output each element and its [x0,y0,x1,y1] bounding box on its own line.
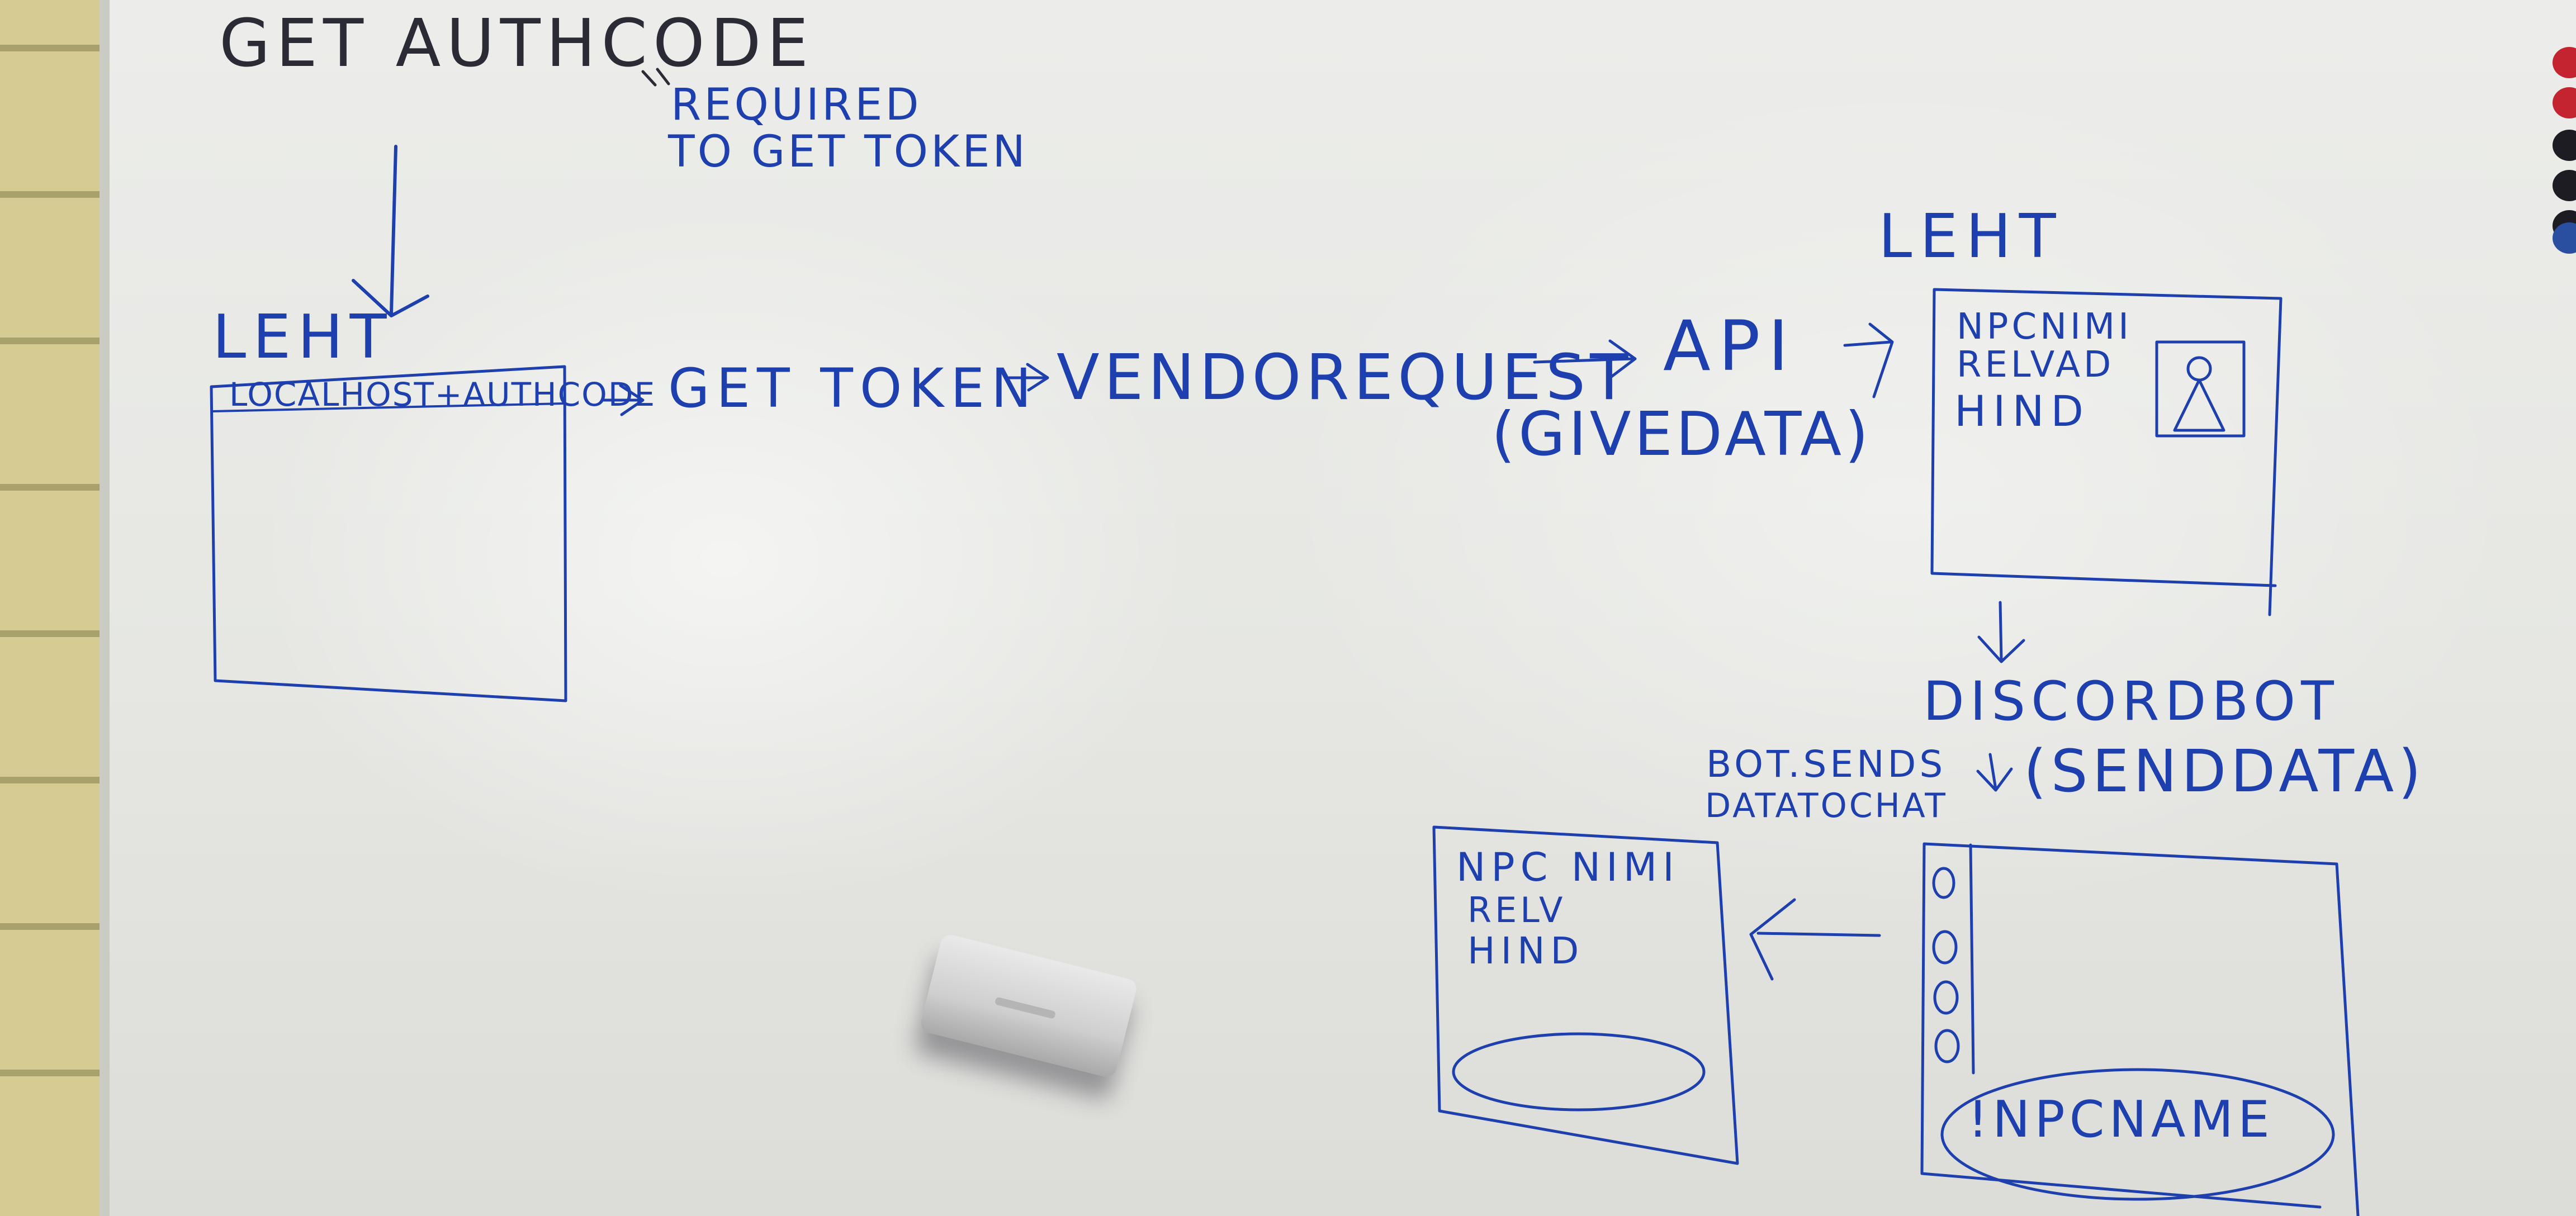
red-magnet [2553,47,2576,78]
flow-givedata: (GIVEDATA) [1491,400,1872,469]
chat-line-3: HIND [1467,929,1584,972]
bot-label: DISCORDBOT [1923,670,2340,733]
page2-label: LEHT [1878,202,2064,272]
discord-server-sidebar [1969,843,1975,1075]
note-line-2: TO GET TOKEN [667,127,1028,177]
chat-line-1: NPC NIMI [1456,844,1680,890]
bot-send-data: (SENDDATA) [2024,737,2426,805]
chat-line-2: RELV [1467,890,1566,930]
page1-label: LEHT [212,302,394,372]
red-magnet [2553,87,2576,118]
page1-url-bar: LOCALHOST+AUTHCODE [229,376,656,414]
avatar-frame [2155,340,2246,438]
arrow-right-icon [1007,363,1049,392]
page2-line-2: RELVAD [1957,344,2114,386]
arrow-right-icon [602,384,645,416]
down-arrow-icon [1976,753,2013,792]
page2-line-3: HIND [1954,386,2090,436]
page1-frame [210,365,567,702]
black-magnet [2553,170,2576,201]
down-arrow-icon [352,145,429,317]
title-text: GET AUTHCODE [219,4,814,82]
flow-api: API [1663,306,1796,387]
avatar-body-icon [2173,378,2225,432]
flow-get-token: GET TOKEN [668,357,1038,420]
black-magnet [2553,130,2576,161]
blue-magnet [2553,222,2576,254]
page2-frame [1930,288,2283,616]
server-icon [1934,1029,1960,1063]
avatar-head-icon [2186,356,2212,382]
page1-url-divider [211,402,566,412]
server-icon [1932,930,1958,965]
arrow-right-icon [1533,339,1637,379]
discord-message-input [1940,1068,2335,1201]
bot-note-line-1: BOT.SENDS [1706,743,1946,786]
discord-window-frame [1920,842,2360,1216]
server-icon [1932,867,1955,899]
eraser-label [994,996,1056,1019]
brick-wall [0,0,112,1216]
discord-input-text: !NPCNAME [1968,1090,2274,1149]
note-pointer [641,68,670,87]
note-line-1: REQUIRED [671,80,922,130]
arrow-right-icon [1843,322,1894,398]
server-icon [1933,980,1959,1015]
chat-window-frame [1432,825,1739,1165]
chat-message-box [1452,1032,1706,1112]
flow-vendorequest: VENDOREQUEST [1057,341,1633,414]
page2-line-1: NPCNIMI [1957,306,2132,348]
down-arrow-icon [1977,601,2025,663]
whiteboard [110,0,2576,1216]
bot-note-line-2: DATATOCHAT [1705,786,1948,825]
arrow-left-icon [1749,898,1881,981]
